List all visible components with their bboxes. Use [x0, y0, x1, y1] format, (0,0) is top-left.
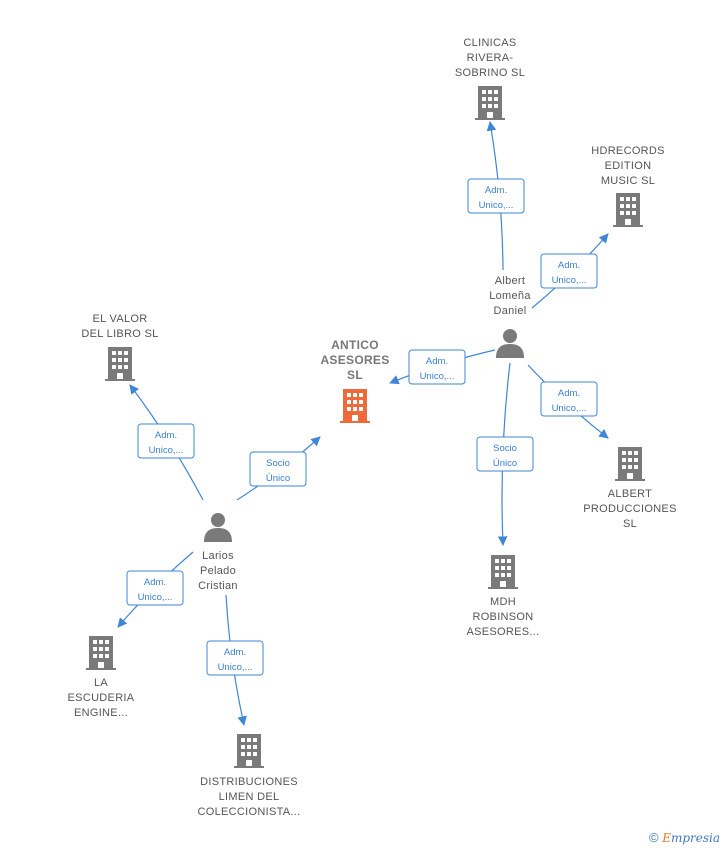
building-icon[interactable]: [488, 555, 518, 589]
relation-label[interactable]: Adm. Unico,...: [408, 349, 466, 385]
edge-albert-to-clinicas: Adm. Unico,...: [467, 121, 525, 271]
node-label: Pelado: [200, 565, 236, 577]
node-escuderia[interactable]: LA ESCUDERIA ENGINE...: [68, 636, 135, 719]
relation-label-text: Adm.: [144, 577, 166, 588]
relation-label-text: Adm.: [155, 430, 177, 441]
edge-albert-to-albertprod: Adm. Unico,...: [527, 364, 609, 439]
node-label: PRODUCCIONES: [583, 503, 676, 515]
node-label: Lomeña: [489, 290, 531, 302]
relation-label-text: Único: [266, 473, 290, 484]
edge-larios-to-distribuciones: Adm. Unico,...: [206, 594, 264, 726]
node-label: ANTICO: [331, 338, 379, 352]
relation-label-text: Adm.: [485, 185, 507, 196]
node-label: HDRECORDS: [591, 145, 665, 157]
relation-label[interactable]: Adm. Unico,...: [137, 423, 195, 459]
node-label: EL VALOR: [93, 313, 148, 325]
node-label: Daniel: [494, 305, 527, 317]
node-label: ROBINSON: [472, 611, 533, 623]
node-label: SOBRINO SL: [455, 67, 525, 79]
relation-label-text: Unico,...: [552, 403, 587, 414]
node-label: RIVERA-: [467, 52, 514, 64]
node-label: ASESORES: [320, 353, 389, 367]
building-icon[interactable]: [475, 86, 505, 120]
node-albertprod[interactable]: ALBERT PRODUCCIONES SL: [583, 447, 676, 530]
node-label: LA: [94, 677, 108, 689]
node-distribuciones[interactable]: DISTRIBUCIONES LIMEN DEL COLECCIONISTA...: [198, 734, 301, 818]
node-label: MDH: [490, 596, 516, 608]
relation-label-text: Socio: [266, 458, 290, 469]
node-hdrecords[interactable]: HDRECORDS EDITION MUSIC SL: [591, 145, 665, 227]
edge-larios-to-escuderia: Adm. Unico,...: [117, 551, 194, 628]
edges-layer: Adm.Unico,...Adm.Unico,...Adm.Unico,...A…: [117, 121, 609, 726]
relation-label[interactable]: Adm. Unico,...: [126, 570, 184, 606]
relation-label[interactable]: Adm. Unico,...: [540, 253, 598, 289]
edge-albert-to-antico: Adm. Unico,...: [389, 349, 496, 385]
relation-label-text: Unico,...: [149, 445, 184, 456]
copyright-footer: © Empresia: [649, 830, 720, 845]
relation-label-text: Adm.: [558, 388, 580, 399]
node-label: DISTRIBUCIONES: [200, 776, 298, 788]
node-label: COLECCIONISTA...: [198, 806, 301, 818]
node-label: ESCUDERIA: [68, 692, 135, 704]
relation-label-text: Adm.: [558, 260, 580, 271]
relation-label-text: Unico,...: [552, 275, 587, 286]
edge-albert-to-hdrecords: Adm. Unico,...: [531, 233, 609, 309]
node-label: ASESORES...: [467, 626, 540, 638]
brand-logo[interactable]: Empresia: [662, 831, 721, 845]
node-label: EDITION: [605, 160, 652, 172]
node-label: LIMEN DEL: [219, 791, 280, 803]
node-label: DEL LIBRO SL: [81, 328, 158, 340]
building-icon[interactable]: [105, 347, 135, 381]
node-label: SL: [623, 518, 637, 530]
relation-label-text: Unico,...: [138, 592, 173, 603]
relation-label[interactable]: Adm. Unico,...: [540, 381, 598, 417]
relation-label[interactable]: Adm. Unico,...: [467, 178, 525, 214]
node-label: Larios: [202, 550, 234, 562]
person-icon[interactable]: [204, 513, 232, 542]
node-label: CLINICAS: [463, 37, 516, 49]
relation-label-text: Adm.: [426, 356, 448, 367]
edge-larios-to-elvalor: Adm. Unico,...: [129, 384, 204, 501]
node-label: ALBERT: [608, 488, 652, 500]
node-label: MUSIC SL: [601, 175, 655, 187]
building-icon[interactable]: [86, 636, 116, 670]
relation-label-text: Adm.: [224, 647, 246, 658]
node-clinicas[interactable]: CLINICAS RIVERA- SOBRINO SL: [455, 37, 525, 120]
relation-label-text: Socio: [493, 443, 517, 454]
building-icon[interactable]: [234, 734, 264, 768]
relation-label-text: Unico,...: [218, 662, 253, 673]
person-icon[interactable]: [496, 329, 524, 358]
building-icon[interactable]: [613, 193, 643, 227]
node-label: SL: [347, 368, 363, 382]
node-label: Albert: [495, 275, 526, 287]
node-mdh[interactable]: MDH ROBINSON ASESORES...: [467, 555, 540, 638]
node-label: ENGINE...: [74, 707, 128, 719]
node-label: Cristian: [198, 580, 238, 592]
relation-label[interactable]: Adm. Unico,...: [206, 640, 264, 676]
relation-label-text: Unico,...: [420, 371, 455, 382]
building-icon[interactable]: [615, 447, 645, 481]
relation-label-text: Unico,...: [479, 200, 514, 211]
relation-label-text: Único: [493, 458, 517, 469]
copyright-icon: ©: [649, 830, 659, 845]
building-icon[interactable]: [340, 389, 370, 423]
node-elvalor[interactable]: EL VALOR DEL LIBRO SL: [81, 313, 158, 381]
